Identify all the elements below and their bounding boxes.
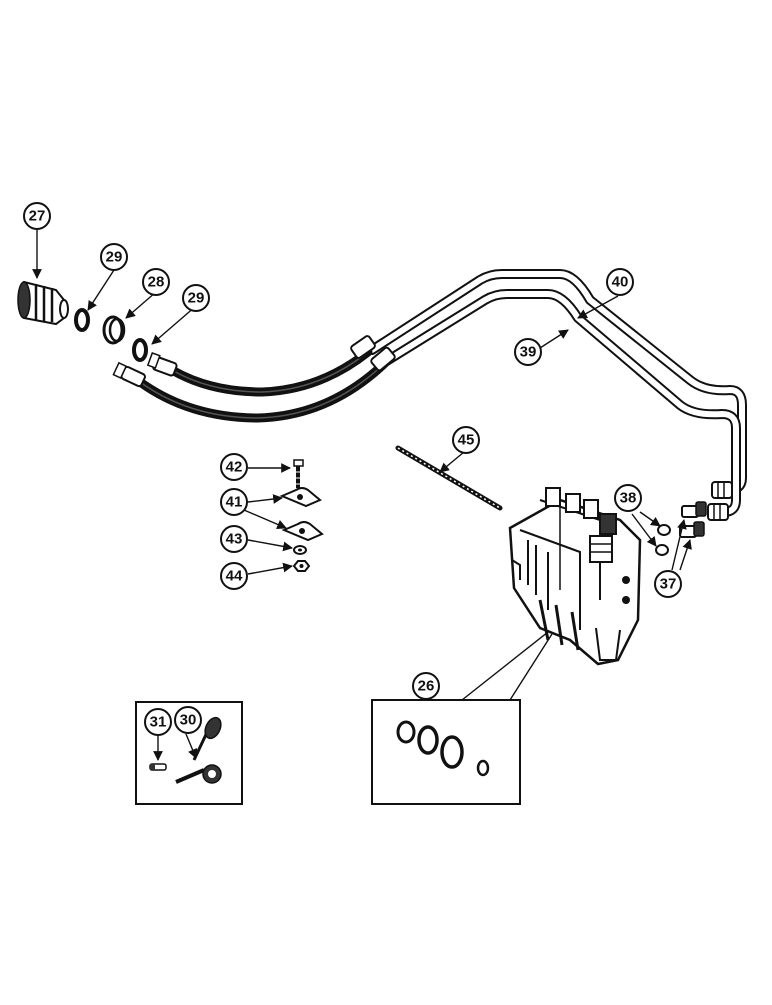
callout-42: 42 (220, 453, 248, 481)
o-ring-38-lower (655, 544, 669, 556)
callout-44: 44 (220, 562, 248, 590)
hex-nut (292, 560, 311, 572)
tie-rod (395, 445, 503, 511)
callout-43: 43 (220, 525, 248, 553)
steel-tube-39 (380, 289, 741, 517)
svg-text:30: 30 (180, 712, 197, 729)
leader-38-upper (639, 511, 661, 527)
tube-clamp-lower (281, 521, 324, 542)
seal-ring-29-right (132, 338, 148, 362)
callout-30: 30 (174, 706, 202, 734)
leader-29-right (151, 305, 197, 345)
leader-28 (125, 291, 157, 319)
tube-clamp-upper (279, 487, 322, 508)
hydraulic-hose-upper (146, 335, 376, 397)
leader-38-lower (631, 513, 657, 547)
tube-end-fitting-lower (707, 503, 729, 521)
connector-37-upper (681, 501, 707, 518)
hydraulic-hose-lower (112, 346, 396, 423)
control-valve-assembly (508, 487, 642, 666)
svg-text:44: 44 (226, 568, 243, 585)
leader-29-left (87, 269, 115, 311)
svg-text:28: 28 (148, 274, 165, 291)
clamp-bolt (293, 459, 304, 488)
callout-28: 28 (142, 268, 170, 296)
callout-39: 39 (514, 338, 542, 366)
callout-37: 37 (654, 570, 682, 598)
callout-31: 31 (144, 708, 172, 736)
callout-38: 38 (614, 484, 642, 512)
svg-text:31: 31 (150, 714, 167, 731)
leader-44 (247, 562, 293, 575)
callout-29-left: 29 (100, 243, 128, 271)
leader-37-upper (671, 519, 687, 571)
svg-text:40: 40 (612, 274, 629, 291)
leader-37-lower (679, 539, 692, 571)
leader-30 (185, 733, 198, 759)
o-ring-38-upper (657, 524, 671, 536)
tube-end-fitting-upper (711, 481, 733, 499)
leader-41-lower (243, 509, 287, 530)
svg-text:38: 38 (620, 490, 637, 507)
seal-kit-pointer (461, 631, 553, 701)
leader-40 (577, 295, 619, 319)
svg-text:37: 37 (660, 576, 677, 593)
leader-39 (539, 329, 569, 349)
quick-coupler (17, 280, 69, 326)
svg-text:41: 41 (226, 494, 243, 511)
callout-29-right: 29 (182, 284, 210, 312)
svg-text:45: 45 (458, 432, 475, 449)
callout-26: 26 (412, 672, 440, 700)
callout-45: 45 (452, 426, 480, 454)
leader-45 (439, 451, 465, 473)
seal-ring-29-left (74, 308, 90, 332)
svg-text:29: 29 (106, 249, 123, 266)
svg-text:27: 27 (29, 208, 46, 225)
callout-41: 41 (220, 488, 248, 516)
lock-washer (293, 545, 307, 555)
svg-text:43: 43 (226, 531, 243, 548)
svg-text:29: 29 (188, 290, 205, 307)
steel-tube-40 (367, 269, 747, 495)
leader-43 (247, 539, 293, 552)
seal-kit-box (371, 699, 521, 805)
callout-40: 40 (606, 268, 634, 296)
callout-27: 27 (23, 202, 51, 230)
leader-41-upper (247, 494, 283, 504)
svg-text:42: 42 (226, 459, 243, 476)
seal-ring-28 (102, 315, 126, 345)
svg-text:26: 26 (418, 678, 435, 695)
svg-text:39: 39 (520, 344, 537, 361)
